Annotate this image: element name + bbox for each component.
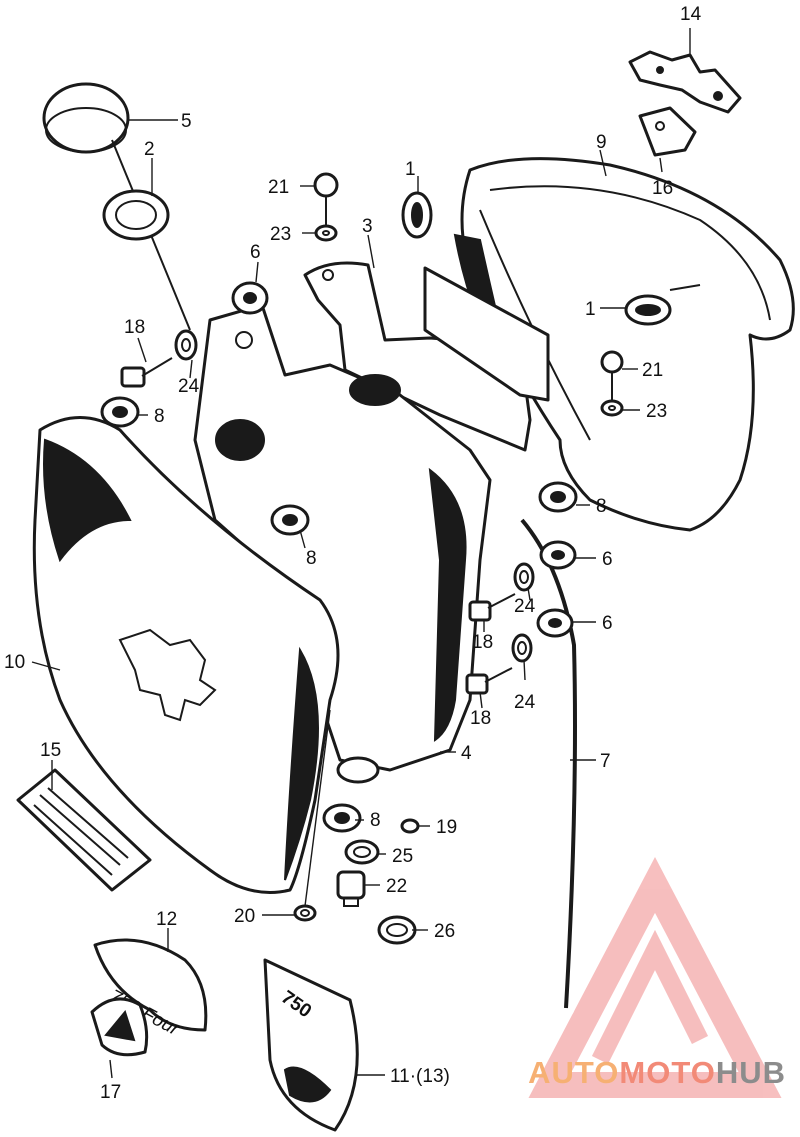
- grommet-8-right: [538, 481, 578, 513]
- callout-6-a: 6: [250, 242, 261, 263]
- callout-24-c: 24: [514, 692, 536, 713]
- callout-5: 5: [181, 111, 192, 132]
- grommet-8-bottom: [322, 803, 362, 833]
- callout-19: 19: [436, 817, 457, 838]
- bolt-21-right: [600, 350, 624, 400]
- part-emblem-plate: [628, 50, 742, 114]
- bolt-18-mid: [468, 593, 516, 622]
- washer-24-left: [174, 329, 198, 361]
- callout-16: 16: [652, 178, 673, 199]
- grommet-1-top: [401, 191, 433, 239]
- washer-25: [344, 839, 380, 865]
- callout-8-a: 8: [154, 406, 165, 427]
- callout-18-c: 18: [470, 708, 491, 729]
- part-oil-tank: [193, 303, 492, 784]
- callout-8-d: 8: [370, 810, 381, 831]
- callout-8-b: 8: [306, 548, 317, 569]
- bolt-21-left: [313, 172, 339, 226]
- badge-11: 750: [263, 958, 359, 1132]
- callout-14: 14: [680, 4, 702, 25]
- callout-21-a: 21: [268, 177, 289, 198]
- callout-4: 4: [461, 743, 472, 764]
- emblem-17: [90, 997, 149, 1057]
- clip-19: [400, 818, 420, 834]
- watermark-hub: HUB: [715, 1055, 786, 1090]
- callout-25: 25: [392, 846, 413, 867]
- callout-24-a: 24: [178, 376, 200, 397]
- grommet-6-mid: [539, 540, 577, 570]
- part-fuel-cap: [42, 82, 191, 331]
- callout-18-b: 18: [472, 632, 493, 653]
- callout-24-b: 24: [514, 596, 536, 617]
- washer-20: [293, 904, 317, 922]
- callout-6-c: 6: [602, 613, 613, 634]
- grommet-6-low: [536, 608, 574, 638]
- watermark-auto: AUTO: [528, 1055, 620, 1090]
- callout-7: 7: [600, 751, 611, 772]
- callout-1-a: 1: [405, 159, 416, 180]
- decal-15: [16, 768, 152, 892]
- grommet-1-cover: [624, 294, 672, 326]
- callout-26: 26: [434, 921, 455, 942]
- callout-2: 2: [144, 139, 155, 160]
- bolt-22: [336, 870, 366, 907]
- washer-24-low: [511, 633, 533, 663]
- callout-17: 17: [100, 1082, 121, 1103]
- callout-23-a: 23: [270, 224, 291, 245]
- grommet-8-left: [100, 396, 140, 428]
- callout-21-b: 21: [642, 360, 663, 381]
- bolt-18-low: [465, 667, 513, 695]
- callout-15: 15: [40, 740, 61, 761]
- callout-12: 12: [156, 909, 177, 930]
- watermark-logo-icon: [528, 857, 782, 1098]
- callout-8-c: 8: [596, 496, 607, 517]
- callout-11: 11·(13): [390, 1066, 450, 1087]
- watermark-moto: MOTO: [619, 1055, 716, 1090]
- watermark-text: AUTOMOTOHUB: [528, 1055, 786, 1091]
- callout-10: 10: [4, 652, 25, 673]
- callout-labels: 1 1 2 3 4 5 6 6 6 7 8 8 8 8 9 10 11·(13)…: [4, 4, 702, 1103]
- grommet-8-tank: [270, 504, 310, 536]
- callout-22: 22: [386, 876, 407, 897]
- washer-24-mid: [513, 562, 535, 592]
- callout-20: 20: [234, 906, 255, 927]
- callout-9: 9: [596, 132, 607, 153]
- part-left-side-cover: [32, 416, 340, 894]
- callout-1-b: 1: [585, 299, 596, 320]
- callout-6-b: 6: [602, 549, 613, 570]
- part-plate-16: [638, 106, 697, 157]
- callout-18-a: 18: [124, 317, 145, 338]
- part-gasket-2: [102, 189, 170, 241]
- callout-3: 3: [362, 216, 373, 237]
- washer-26: [377, 915, 417, 945]
- washer-23-right: [600, 399, 624, 417]
- leader-lines: [31, 28, 691, 1079]
- bolt-18-left: [120, 357, 173, 388]
- callout-23-b: 23: [646, 401, 667, 422]
- washer-23-left: [314, 224, 338, 242]
- grommet-6-top: [231, 281, 269, 315]
